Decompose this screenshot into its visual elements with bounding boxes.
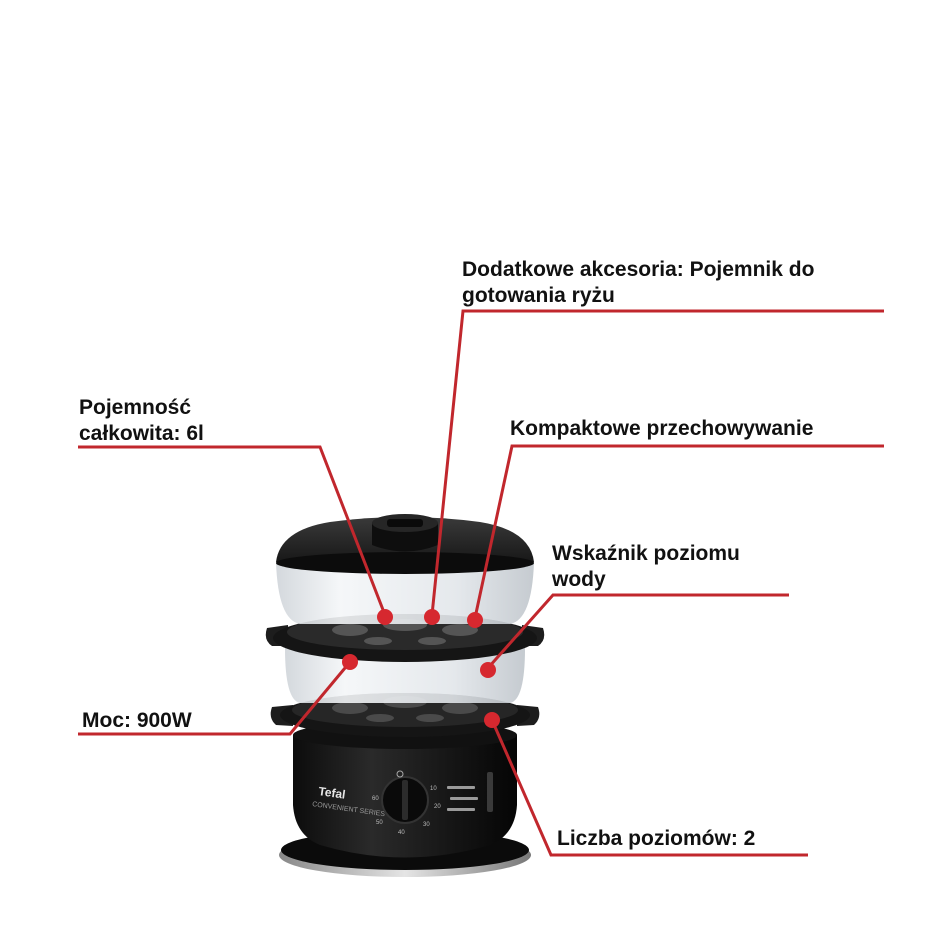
capacity-label-line1: Pojemność (79, 396, 192, 419)
svg-text:40: 40 (398, 830, 405, 836)
svg-text:10: 10 (430, 786, 437, 792)
water-indicator-label-line1: Wskaźnik poziomu (552, 542, 740, 565)
storage-leader-line (473, 444, 884, 619)
levels-label: Liczba poziomów: 2 (557, 826, 755, 852)
capacity-label: Pojemność całkowita: 6l (79, 395, 204, 447)
water-indicator-label-line2: wody (552, 568, 606, 591)
svg-text:60: 60 (372, 796, 379, 802)
accessories-label-line2: gotowania ryżu (462, 284, 615, 307)
storage-marker-dot (467, 612, 483, 628)
levels-marker-dot (484, 712, 500, 728)
power-marker-dot (342, 654, 358, 670)
svg-text:50: 50 (376, 820, 383, 826)
power-label: Moc: 900W (82, 708, 192, 734)
capacity-marker-dot (377, 609, 393, 625)
capacity-leader-line (78, 445, 387, 616)
timer-marks: 10 20 30 40 50 60 (372, 786, 441, 836)
svg-text:20: 20 (434, 804, 441, 810)
storage-label: Kompaktowe przechowywanie (510, 416, 813, 442)
power-label-line1: Moc: 900W (82, 709, 192, 732)
water-indicator-label: Wskaźnik poziomu wody (552, 541, 740, 593)
levels-label-line1: Liczba poziomów: 2 (557, 827, 756, 850)
accessories-label-line1: Dodatkowe akcesoria: Pojemnik do (462, 258, 815, 281)
water-window (487, 772, 493, 812)
capacity-label-line2: całkowita: 6l (79, 422, 204, 445)
water-indicator-marker-dot (480, 662, 496, 678)
brand-logo: Tefal (318, 784, 347, 802)
power-leader-line (78, 661, 352, 736)
accessories-marker-dot (424, 609, 440, 625)
water-indicator-leader-line (486, 593, 789, 669)
accessories-leader-line (430, 309, 884, 616)
accessories-label: Dodatkowe akcesoria: Pojemnik do gotowan… (462, 257, 814, 309)
upper-clear-bowl (276, 562, 534, 624)
svg-text:30: 30 (423, 822, 430, 828)
levels-leader-line (490, 719, 808, 857)
storage-label-line1: Kompaktowe przechowywanie (510, 417, 814, 440)
cooking-guide-icons (447, 786, 478, 811)
